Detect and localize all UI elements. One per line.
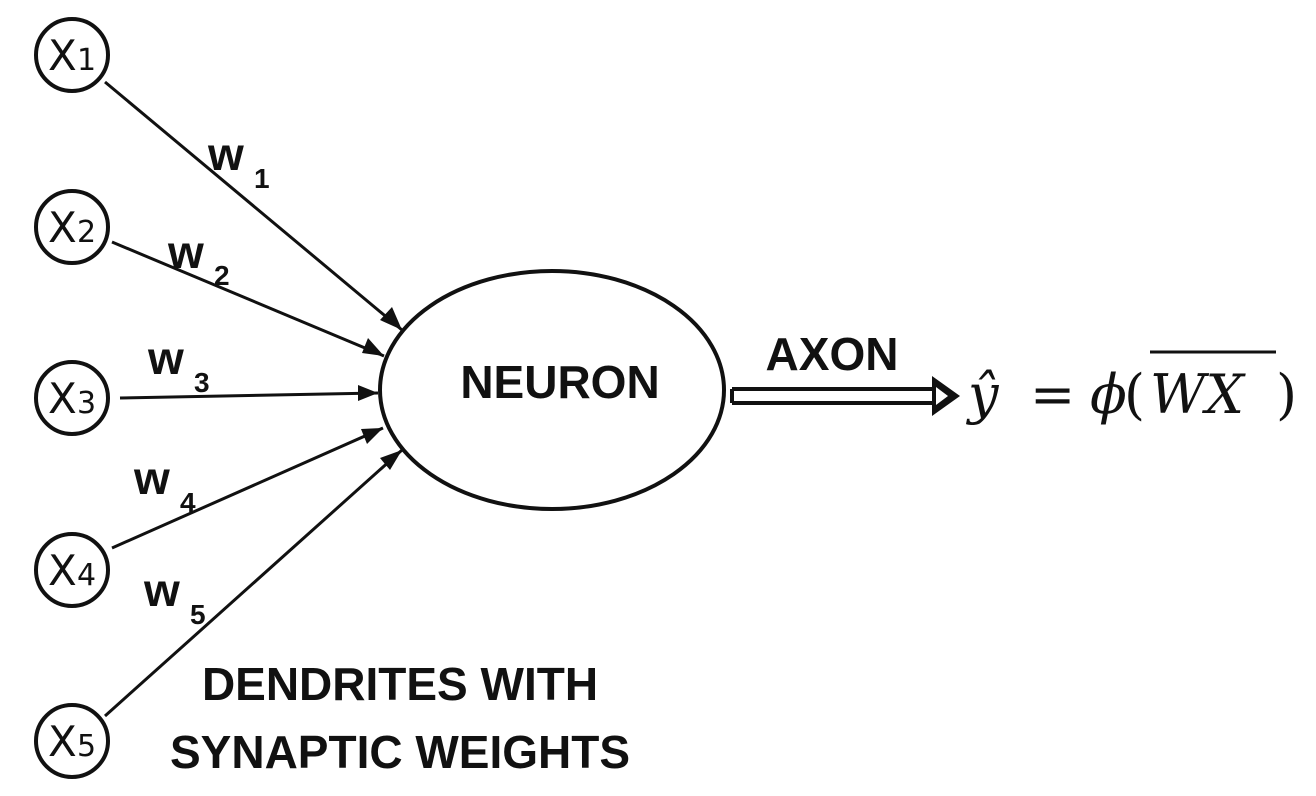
input-index-1: 1 (77, 43, 96, 78)
arrowhead-3 (358, 385, 378, 401)
input-letter-4: X (48, 546, 77, 595)
weight-letter-5: w (143, 564, 180, 616)
dendrite-arrow-5 (103, 448, 404, 718)
weight-letter-2: w (167, 226, 204, 278)
output-formula: ŷ = ϕ ( WX ) (966, 350, 1297, 426)
formula-equals: = (1030, 363, 1075, 426)
weight-label-2: w 2 (167, 226, 230, 291)
dendrites-caption-line2: SYNAPTIC WEIGHTS (170, 726, 630, 778)
formula-y-hat: ŷ (966, 363, 1000, 426)
axon-arrow: AXON (730, 328, 960, 416)
weight-letter-3: w (147, 332, 184, 384)
dendrite-arrow-2 (111, 240, 385, 358)
input-node-4: X 4 (34, 532, 110, 608)
dendrites-caption: DENDRITES WITH SYNAPTIC WEIGHTS (170, 658, 630, 778)
input-index-5: 5 (77, 729, 96, 764)
arrowhead-5 (380, 450, 402, 470)
neuron-label: NEURON (460, 356, 659, 408)
dendrites-caption-line1: DENDRITES WITH (202, 658, 598, 710)
arrowhead-1 (380, 307, 402, 330)
formula-close-paren: ) (1276, 363, 1297, 426)
input-node-2: X 2 (34, 189, 110, 265)
input-letter-3: X (48, 374, 77, 423)
weight-index-4: 4 (180, 487, 196, 518)
dendrite-arrow-3 (119, 391, 379, 400)
weight-index-3: 3 (194, 367, 210, 398)
weight-index-2: 2 (214, 260, 230, 291)
input-node-1: X 1 (34, 17, 110, 93)
input-node-5: X 5 (34, 703, 110, 779)
weight-label-4: w 4 (133, 452, 196, 518)
formula-phi: ϕ (1090, 363, 1127, 426)
dendrite-arrows (103, 80, 404, 718)
weight-label-5: w 5 (143, 564, 206, 630)
weight-label-3: w 3 (147, 332, 210, 398)
dendrite-arrow-1 (104, 80, 403, 332)
input-index-3: 3 (77, 386, 96, 421)
input-letter-2: X (48, 203, 77, 252)
weight-letter-1: w (207, 128, 244, 180)
arrowhead-4 (361, 428, 383, 444)
weight-label-1: w 1 (207, 128, 270, 194)
input-letter-5: X (48, 717, 77, 766)
input-node-3: X 3 (34, 360, 110, 436)
weight-index-5: 5 (190, 599, 206, 630)
neuron-body: NEURON (378, 269, 726, 511)
input-index-2: 2 (77, 215, 96, 250)
weight-index-1: 1 (254, 163, 270, 194)
arrowhead-2 (362, 338, 384, 356)
dendrite-arrow-4 (111, 426, 384, 550)
formula-wx: WX (1150, 363, 1247, 426)
weight-letter-4: w (133, 452, 170, 504)
axon-label: AXON (766, 328, 899, 380)
formula-open-paren: ( (1124, 363, 1145, 426)
input-index-4: 4 (77, 558, 96, 593)
input-letter-1: X (48, 31, 77, 80)
